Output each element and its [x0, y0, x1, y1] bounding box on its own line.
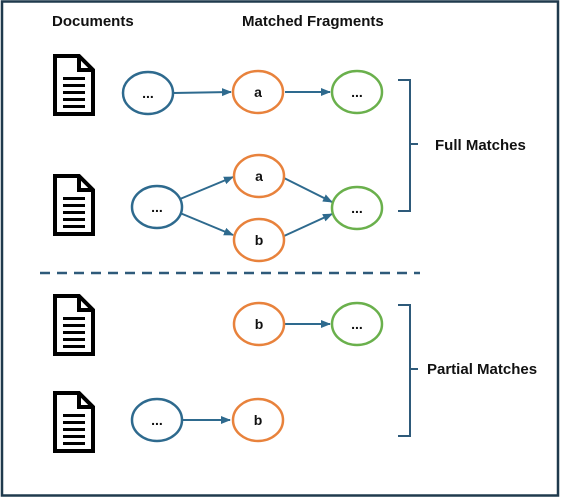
document-node: ...: [121, 70, 175, 116]
fragment-node-end: ...: [330, 185, 384, 231]
svg-text:...: ...: [351, 316, 363, 332]
svg-text:...: ...: [351, 200, 363, 216]
fragment-node-end: ...: [330, 301, 384, 347]
fragment-node-a: a: [231, 69, 285, 115]
document-node: ...: [130, 184, 184, 230]
partial-matches-label: Partial Matches: [427, 361, 537, 378]
arrow: [172, 88, 232, 97]
document-icon: [53, 294, 95, 356]
arrow: [179, 176, 234, 200]
svg-text:...: ...: [142, 85, 154, 101]
arrow: [179, 212, 234, 236]
fragment-node-end: ...: [330, 69, 384, 115]
svg-text:a: a: [254, 84, 262, 100]
svg-text:b: b: [255, 316, 264, 332]
svg-text:b: b: [255, 232, 264, 248]
document-icon: [53, 174, 95, 236]
full-matches-brace: [398, 79, 418, 212]
arrow: [283, 213, 333, 237]
fragment-node-b: b: [231, 397, 285, 443]
fragment-node-b: b: [232, 217, 286, 263]
svg-text:...: ...: [351, 84, 363, 100]
header-matched-fragments: Matched Fragments: [242, 13, 384, 30]
document-node: ...: [130, 397, 184, 443]
full-matches-label: Full Matches: [435, 137, 526, 154]
partial-matches-brace: [398, 304, 418, 437]
document-icon: [53, 54, 95, 116]
arrow: [283, 177, 333, 203]
document-icon: [53, 391, 95, 453]
fragment-node-b: b: [232, 301, 286, 347]
header-documents: Documents: [52, 13, 134, 30]
fragment-node-a: a: [232, 153, 286, 199]
svg-text:...: ...: [151, 412, 163, 428]
svg-text:a: a: [255, 168, 263, 184]
svg-text:...: ...: [151, 199, 163, 215]
svg-text:b: b: [254, 412, 263, 428]
